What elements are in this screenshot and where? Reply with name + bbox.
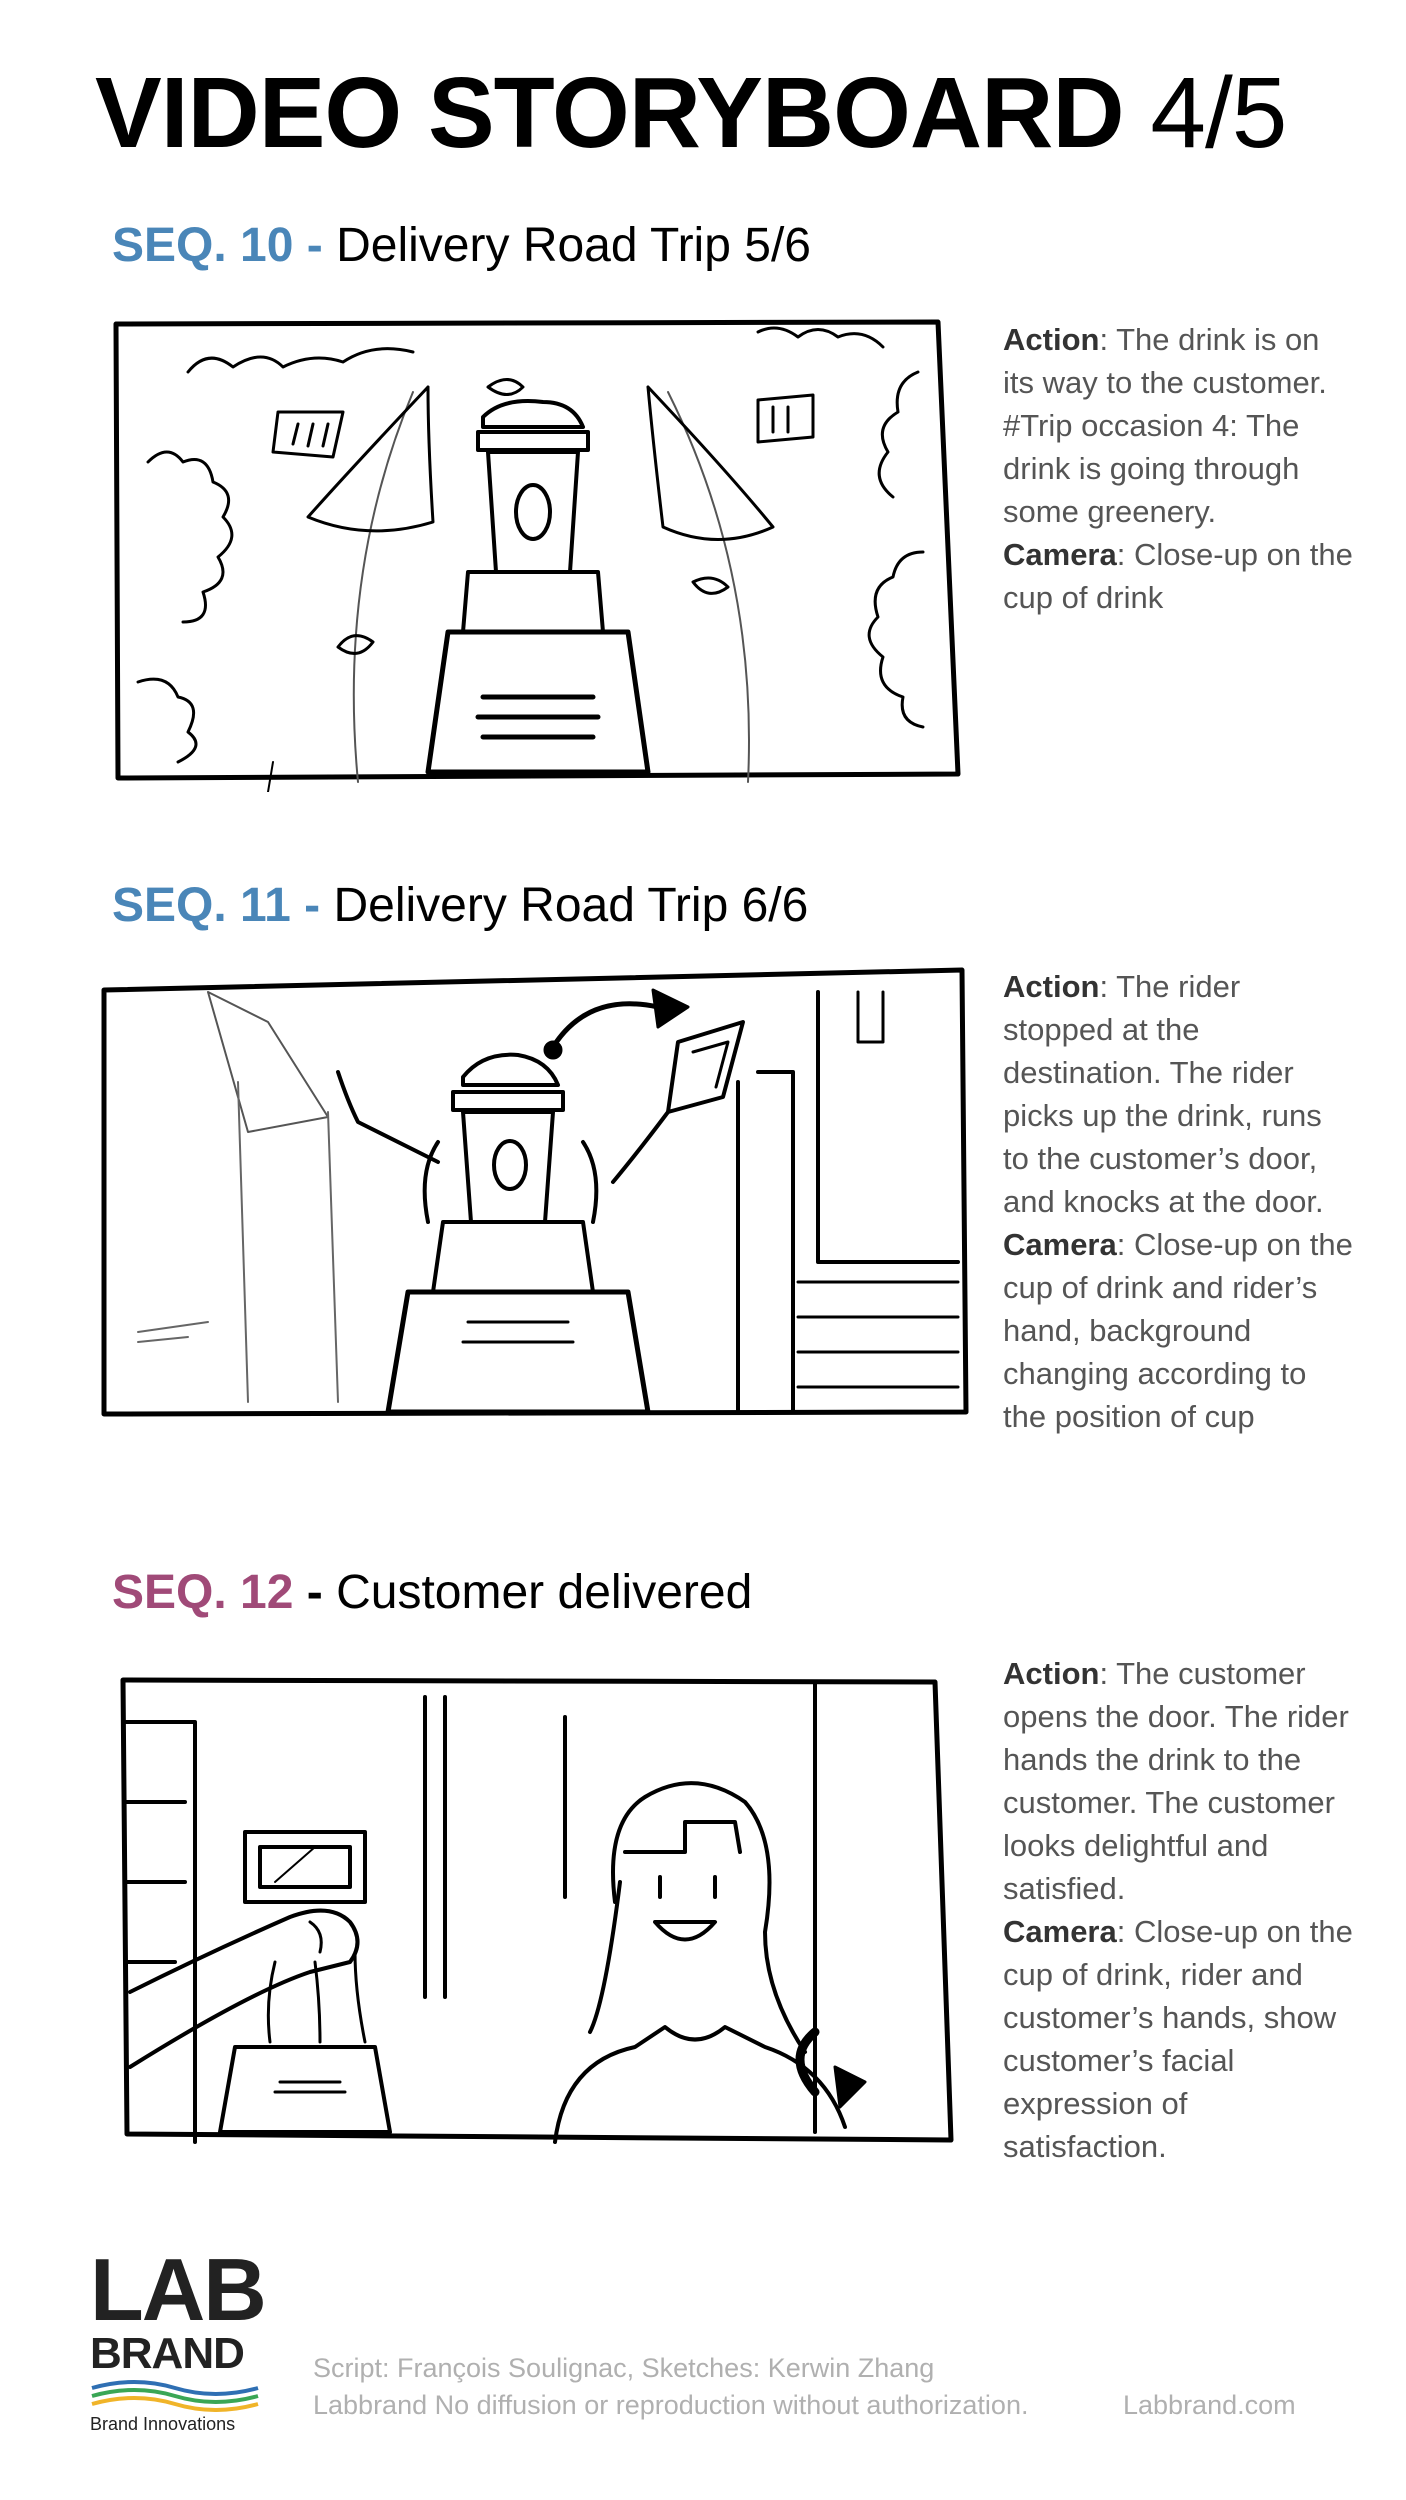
seq-12-action-label: Action	[1003, 1656, 1100, 1691]
seq-10-sketch	[108, 312, 970, 792]
seq-12-number: SEQ. 12	[112, 1566, 294, 1619]
seq-12-name: Customer delivered	[336, 1566, 753, 1619]
seq-11-camera-label: Camera	[1003, 1227, 1117, 1262]
logo-tagline: Brand Innovations	[90, 2414, 236, 2434]
seq-10-name: Delivery Road Trip 5/6	[336, 219, 811, 272]
seq-10-action-label: Action	[1003, 322, 1100, 357]
logo-lab: LAB	[90, 2240, 267, 2339]
seq-10-heading: SEQ. 10 - Delivery Road Trip 5/6	[112, 218, 811, 274]
seq-12-description: Action: The customer opens the door. The…	[1003, 1652, 1353, 2168]
seq-11-dash: -	[304, 879, 321, 932]
seq-10-camera-label: Camera	[1003, 537, 1117, 572]
seq-10-camera-text: : Close-up on the cup of drink	[1003, 537, 1353, 615]
seq-11-description: Action: The rider stopped at the destina…	[1003, 965, 1353, 1438]
seq-11-heading: SEQ. 11 - Delivery Road Trip 6/6	[112, 878, 808, 934]
seq-12-camera-text: : Close-up on the cup of drink, rider an…	[1003, 1914, 1353, 2164]
footer-credits: Script: François Soulignac, Sketches: Ke…	[313, 2353, 935, 2383]
title-page-number: 4/5	[1150, 57, 1287, 169]
logo-waves-icon	[91, 2380, 259, 2412]
seq-11-sketch	[98, 962, 974, 1430]
title-bold: VIDEO STORYBOARD	[95, 57, 1125, 169]
seq-11-action-label: Action	[1003, 969, 1100, 1004]
seq-12-camera-label: Camera	[1003, 1914, 1117, 1949]
labbrand-logo: LAB BRAND Brand Innovations	[90, 2240, 267, 2435]
seq-11-name: Delivery Road Trip 6/6	[333, 879, 809, 932]
page-title: VIDEO STORYBOARD 4/5	[95, 57, 1287, 169]
seq-10-description: Action: The drink is on its way to the c…	[1003, 318, 1353, 619]
logo-brand: BRAND	[90, 2329, 245, 2378]
seq-12-action-text: : The customer opens the door. The rider…	[1003, 1656, 1349, 1906]
footer-notice: Labbrand No diffusion or reproduction wi…	[313, 2390, 1029, 2420]
seq-11-action-text: : The rider stopped at the destination. …	[1003, 969, 1324, 1219]
seq-10-action-text: : The drink is on its way to the custome…	[1003, 322, 1327, 529]
seq-12-sketch	[115, 1672, 963, 2152]
seq-12-heading: SEQ. 12 - Customer delivered	[112, 1565, 752, 1621]
seq-10-dash: -	[306, 219, 323, 272]
seq-11-number: SEQ. 11	[112, 879, 291, 932]
seq-12-dash: -	[306, 1566, 323, 1619]
seq-10-number: SEQ. 10	[112, 219, 294, 272]
seq-11-camera-text: : Close-up on the cup of drink and rider…	[1003, 1227, 1353, 1434]
footer-site-link[interactable]: Labbrand.com	[1123, 2390, 1296, 2420]
